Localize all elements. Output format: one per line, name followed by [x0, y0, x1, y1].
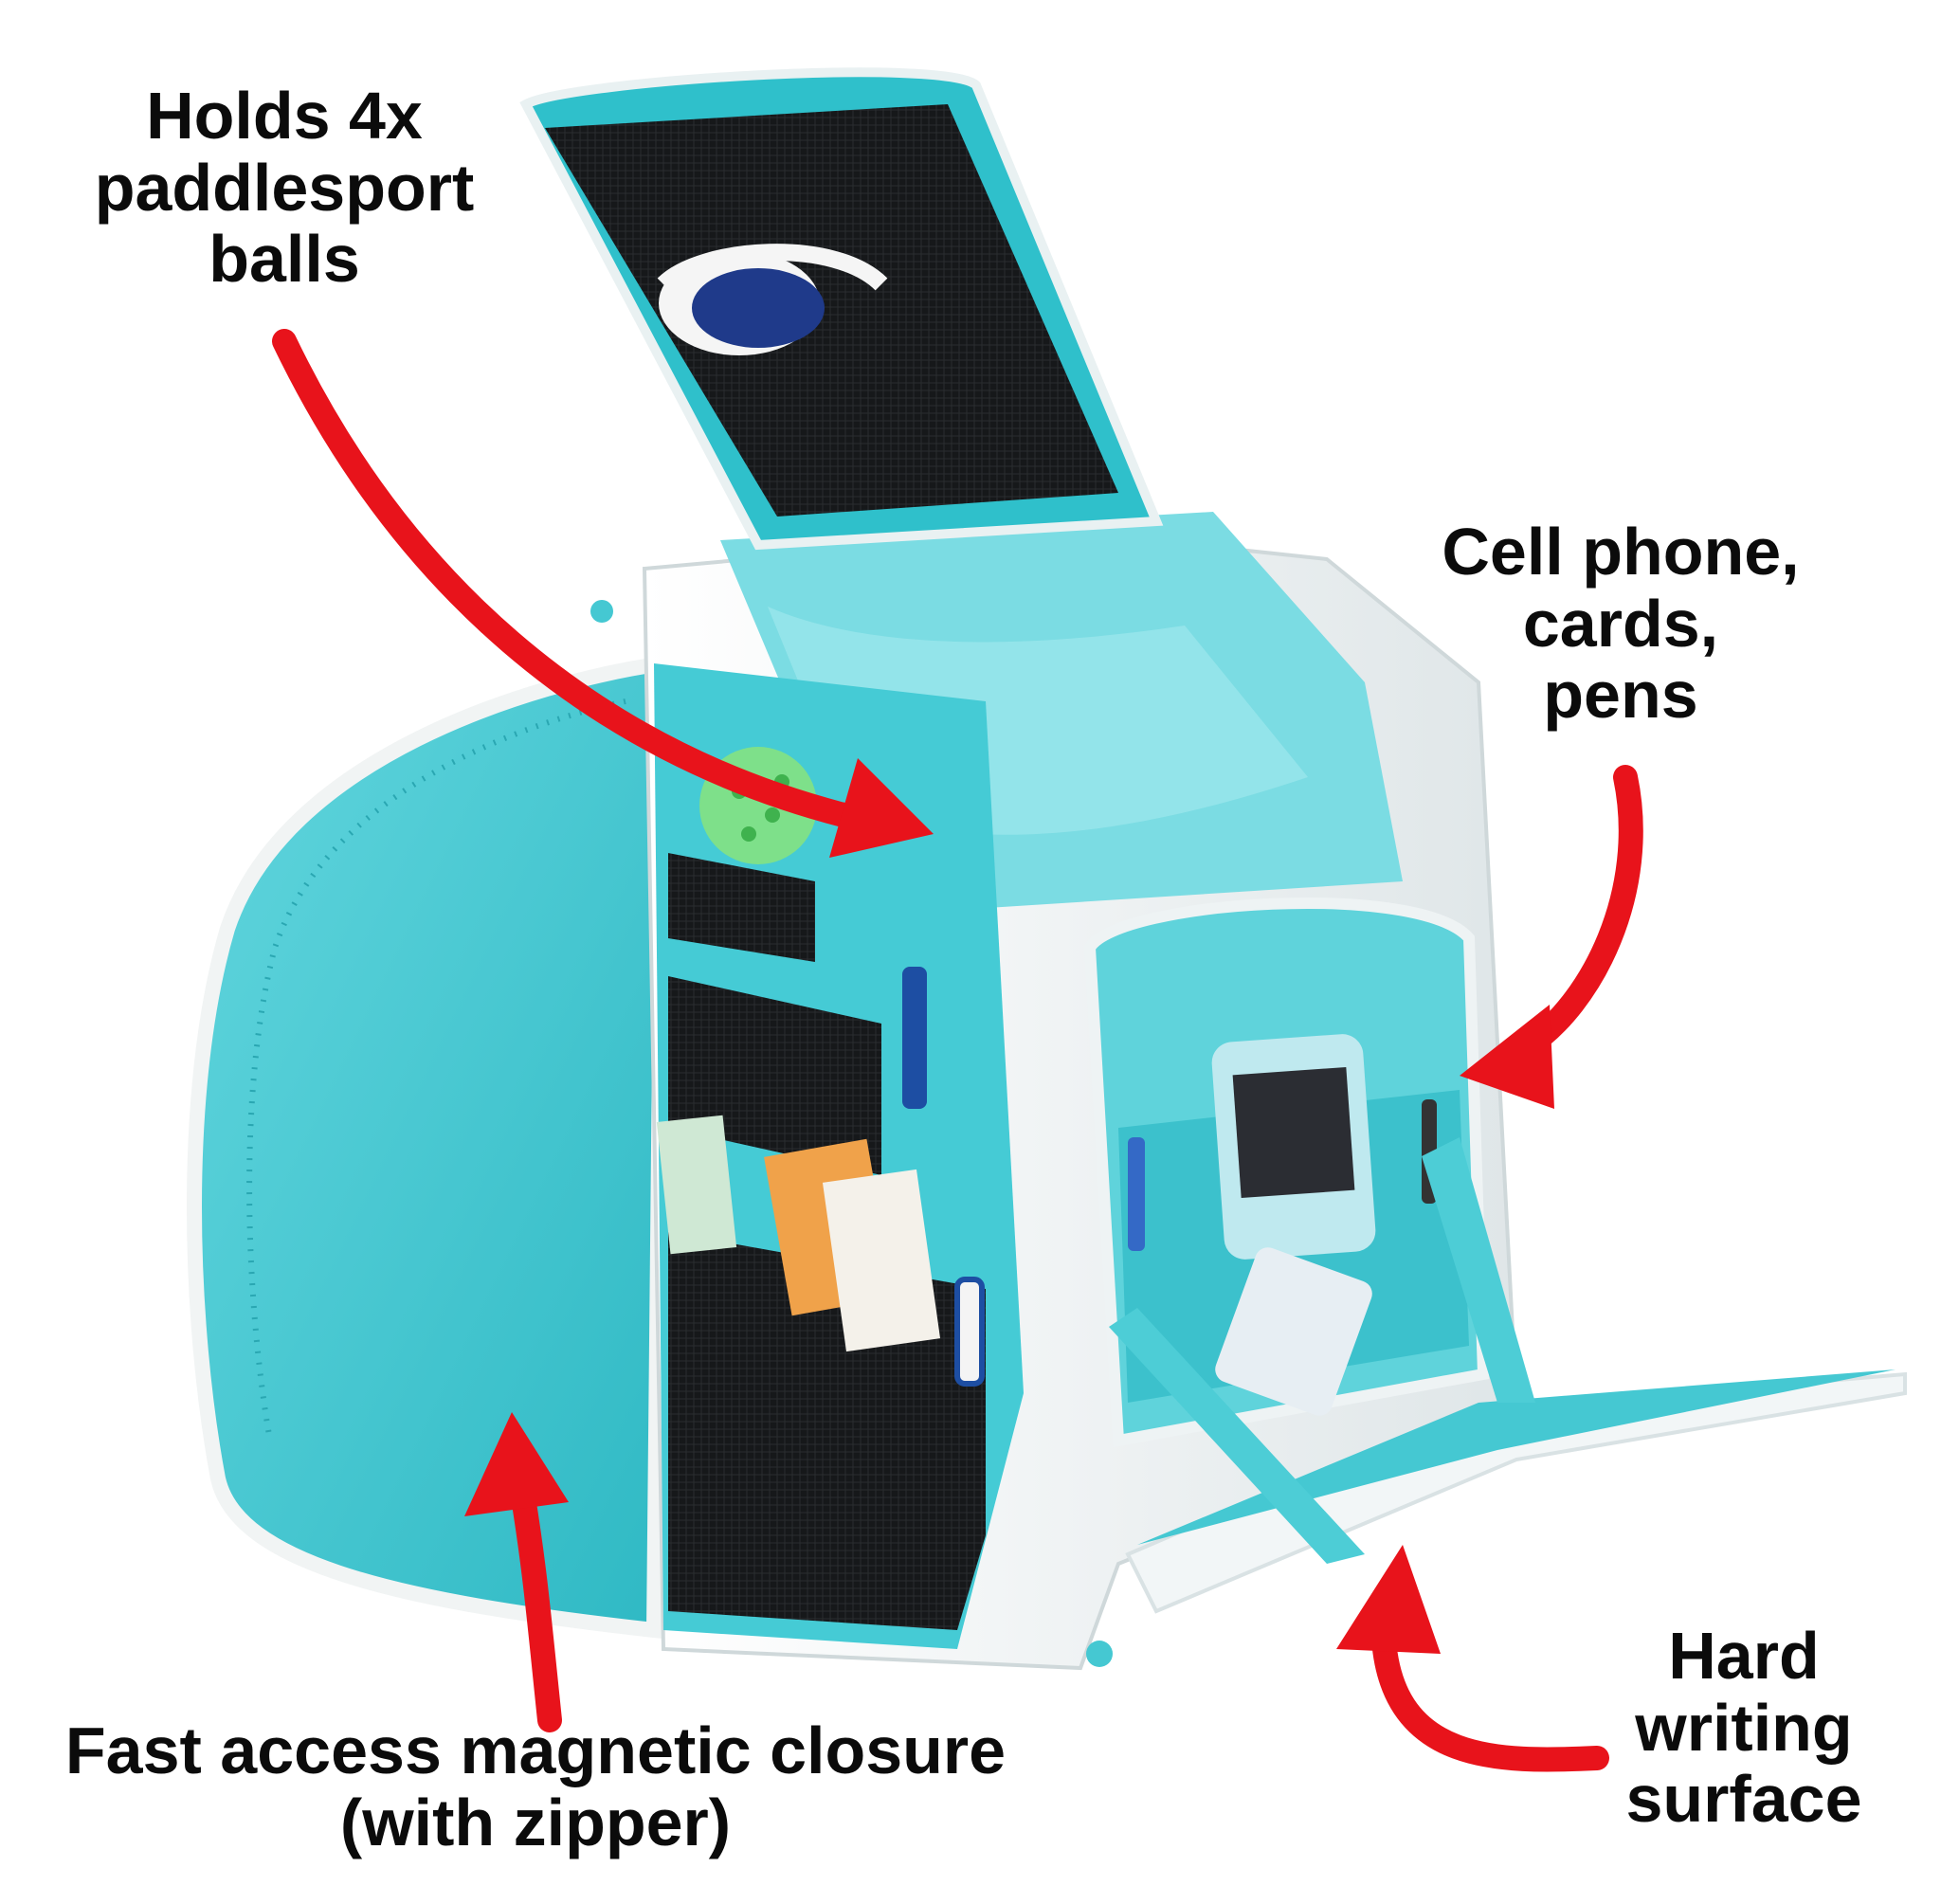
pen-icon — [954, 1277, 985, 1387]
zipper-pull-icon — [1086, 1641, 1113, 1667]
card-icon — [1215, 1247, 1372, 1416]
annotation-line: Holds 4x — [146, 79, 423, 153]
arrow-writing — [1371, 1627, 1609, 1772]
arrow-phone — [1514, 765, 1643, 1060]
arrowhead-icon — [1460, 1005, 1554, 1109]
arrowhead-icon — [464, 1412, 569, 1516]
annotation-line: Fast access magnetic closure — [64, 1714, 1007, 1787]
pen-icon — [902, 967, 927, 1109]
arrow-closure — [511, 1485, 562, 1732]
annotation-writing: Hard writing surface — [1573, 1619, 1914, 1837]
annotation-balls: Holds 4x paddlesport balls — [38, 79, 531, 297]
arrowhead-icon — [829, 758, 934, 858]
snack-packet — [656, 1115, 737, 1255]
annotation-line: writing — [1635, 1690, 1853, 1765]
annotation-phone: Cell phone, cards, pens — [1374, 515, 1867, 733]
annotation-line: Cell phone, — [1442, 515, 1800, 589]
lid-mesh-pocket — [545, 104, 1118, 517]
cell-phone-icon — [1211, 1034, 1376, 1260]
organizer-pocket-top — [668, 853, 815, 962]
annotation-line: (with zipper) — [339, 1785, 732, 1859]
annotation-line: surface — [1625, 1762, 1862, 1837]
annotation-line: pens — [1543, 658, 1698, 733]
annotation-line: paddlesport — [94, 150, 475, 225]
annotation-line: Hard — [1668, 1619, 1820, 1693]
zipper-pull-icon — [590, 600, 613, 623]
annotation-line: cards, — [1522, 586, 1719, 661]
pen-icon — [1128, 1137, 1145, 1251]
annotation-closure: Fast access magnetic closure (with zippe… — [0, 1714, 1071, 1859]
snack-packet — [822, 1169, 941, 1352]
magnetic-flap — [187, 654, 672, 1639]
annotation-line: balls — [209, 222, 360, 297]
sunglasses-icon — [657, 244, 888, 355]
arrow-balls — [272, 329, 856, 827]
arrowhead-icon — [1336, 1545, 1441, 1654]
shoulder-strap — [1422, 1137, 1535, 1403]
